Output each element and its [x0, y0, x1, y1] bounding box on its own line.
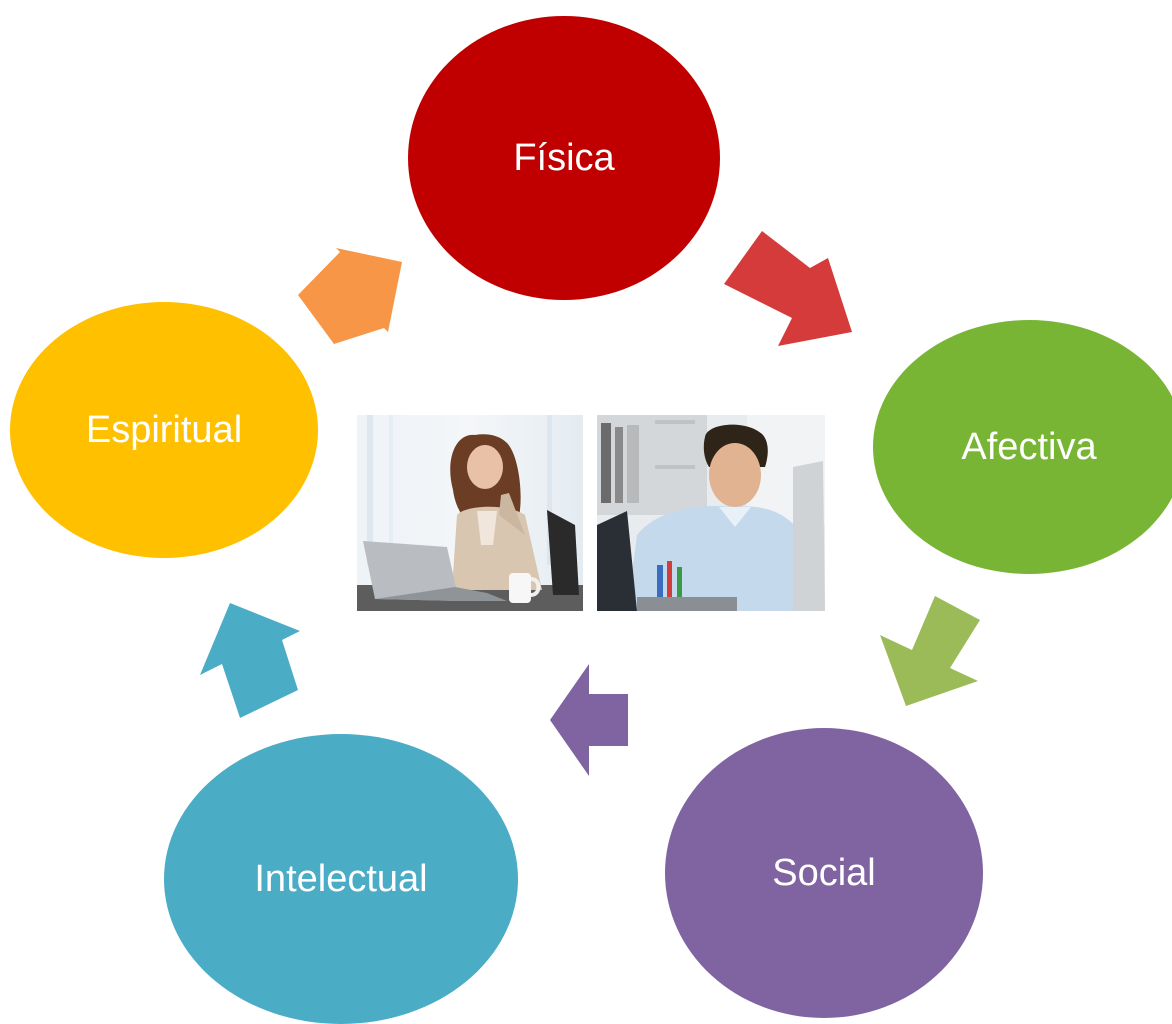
node-social: Social [665, 728, 983, 1018]
node-espiritual: Espiritual [10, 302, 318, 558]
node-social-label: Social [772, 851, 876, 894]
arrow-espiritual-to-fisica [298, 248, 402, 344]
node-afectiva: Afectiva [873, 320, 1172, 574]
node-fisica-label: Física [513, 136, 615, 179]
arrow-social-to-intelectual [550, 664, 628, 776]
node-intelectual-label: Intelectual [254, 857, 428, 900]
node-fisica: Física [408, 16, 720, 300]
arrow-fisica-to-afectiva [724, 231, 852, 346]
arrow-intelectual-to-espiritual [200, 603, 300, 718]
photo-man-at-desk [597, 415, 825, 611]
node-espiritual-label: Espiritual [85, 408, 243, 451]
arrow-afectiva-to-social [880, 596, 980, 706]
photo-woman-with-laptop [357, 415, 583, 611]
node-intelectual: Intelectual [164, 734, 518, 1024]
node-afectiva-label: Afectiva [961, 425, 1097, 468]
